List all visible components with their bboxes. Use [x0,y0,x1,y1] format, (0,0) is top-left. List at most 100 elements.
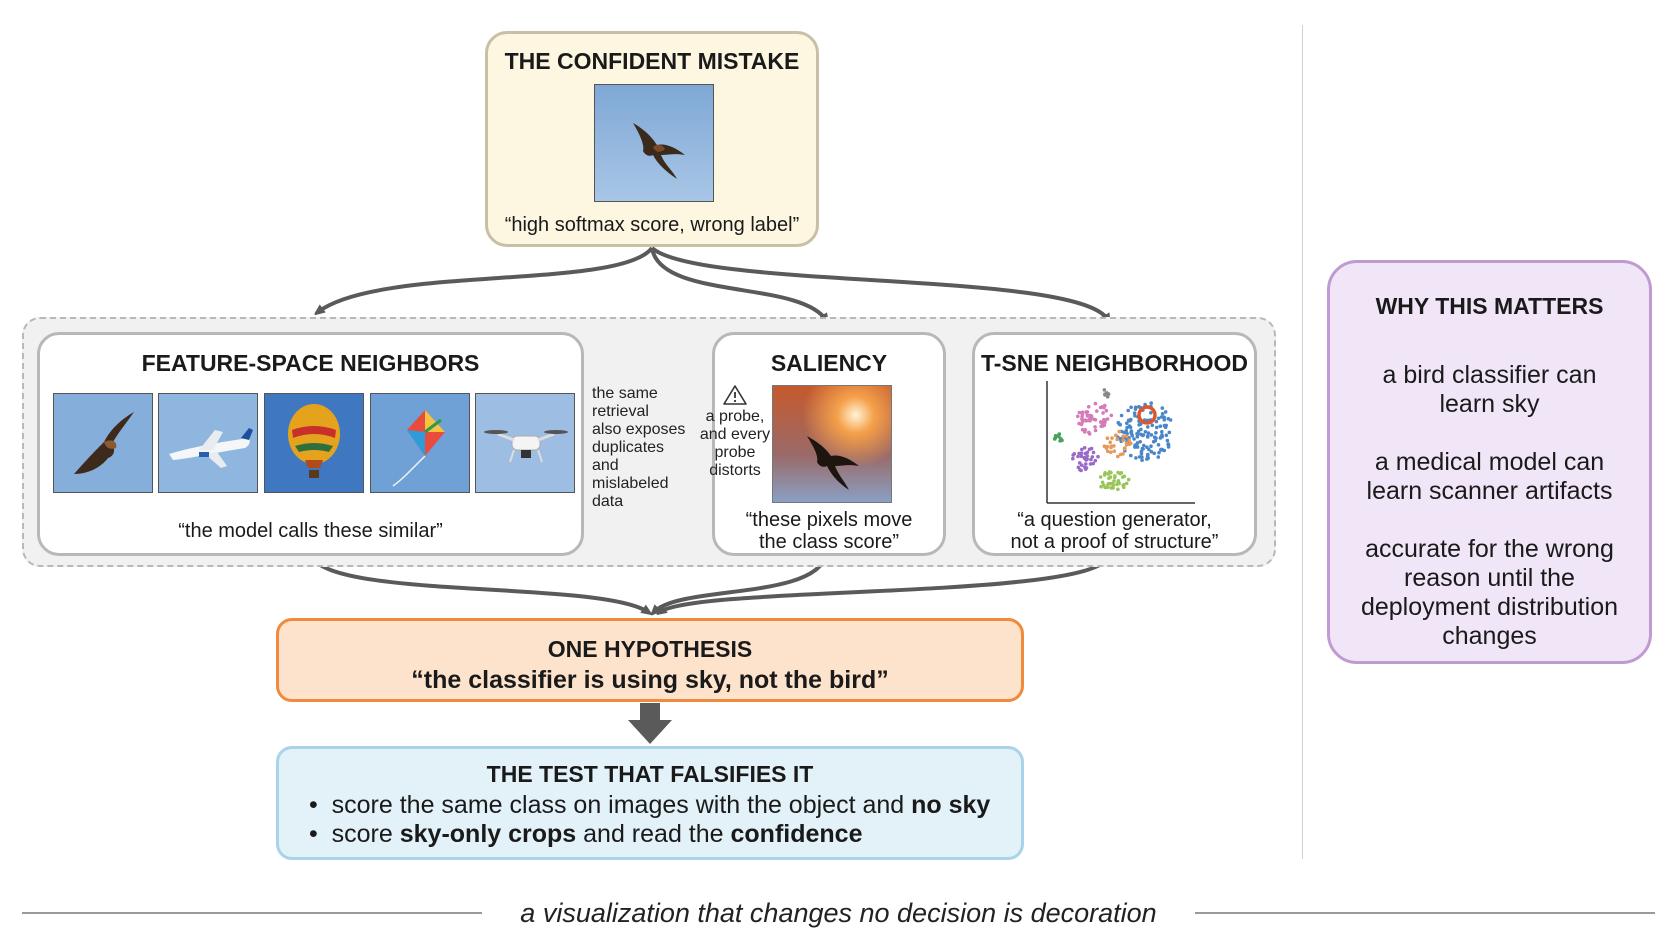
test-bullet-sky-only-crops: • score sky-only crops and read the conf… [309,820,863,848]
tsne-caption: “a question generator, not a proof of st… [1010,509,1219,553]
tsne-point [1160,406,1165,410]
arrow-mistake-to-neighbors [318,246,654,312]
tsne-neighborhood-title: T-SNE NEIGHBORHOOD [980,350,1249,376]
hypothesis-quote: “the classifier is using sky, not the bi… [411,666,889,694]
tsne-point [1105,392,1110,397]
tsne-point [1124,481,1129,486]
tsne-point [1127,438,1131,443]
tsne-point [1087,417,1092,422]
tsne-point [1135,434,1140,439]
tsne-point [1076,454,1080,459]
footer-rule-right [1195,912,1655,914]
tsne-point [1165,438,1170,443]
why-point-sky: a bird classifier can learn sky [1382,361,1597,418]
tsne-point [1140,446,1145,451]
tsne-point [1129,441,1133,446]
tsne-point [1098,405,1103,410]
tsne-point [1090,455,1095,459]
tsne-point [1149,449,1154,454]
tsne-point [1104,446,1109,450]
tsne-point [1098,475,1103,479]
tsne-point [1156,455,1161,459]
falsification-test-title: THE TEST THAT FALSIFIES IT [486,761,814,787]
tsne-point [1132,411,1137,415]
tsne-point [1143,430,1148,434]
tsne-point [1138,440,1142,444]
tsne-point [1088,462,1093,466]
tsne-point [1140,455,1144,459]
saliency-heatmap-image [772,385,892,503]
tsne-point [1134,456,1138,460]
tsne-point [1124,434,1129,439]
tsne-point [1112,449,1116,453]
tsne-point [1109,413,1114,418]
warning-icon [723,385,747,405]
tsne-point [1132,437,1136,441]
tsne-point [1136,429,1141,434]
tsne-point [1093,401,1098,406]
neighbor-airplane-image [158,393,258,493]
tsne-point [1093,418,1098,422]
tsne-point [1117,481,1121,486]
tsne-point [1136,432,1140,436]
tsne-point [1166,442,1171,446]
tsne-point [1084,462,1088,466]
tsne-point [1160,430,1164,434]
tsne-point [1087,430,1091,435]
tsne-point [1093,425,1097,429]
tsne-point [1156,443,1161,447]
tsne-point [1083,457,1088,461]
tsne-point [1110,436,1114,440]
confident-mistake-title: THE CONFIDENT MISTAKE [504,48,800,74]
tsne-point [1093,428,1098,433]
tsne-point [1162,417,1167,422]
tsne-point [1123,446,1127,450]
saliency-warning-note: a probe, and every probe distorts [699,408,771,479]
tsne-point [1133,405,1138,410]
tsne-point [1083,465,1087,470]
tsne-point [1124,428,1129,433]
hypothesis-box: ONE HYPOTHESIS “the classifier is using … [276,618,1024,702]
tsne-point [1105,449,1110,454]
tsne-point [1103,485,1107,490]
highlighted-cluster-marker [1137,405,1157,425]
tsne-point [1128,425,1133,430]
tsne-point [1145,445,1149,449]
confident-mistake-caption: “high softmax score, wrong label” [504,214,800,236]
tsne-point [1102,388,1107,392]
tsne-point [1086,405,1091,409]
tsne-point [1071,453,1075,457]
tsne-point [1102,423,1107,427]
tsne-point [1105,436,1110,440]
tsne-point [1121,452,1125,456]
tsne-point [1154,436,1158,440]
tsne-point [1140,458,1144,462]
tsne-point [1160,412,1165,416]
tsne-point [1164,433,1169,438]
retrieval-side-note: the same retrieval also exposes duplicat… [592,385,686,510]
tsne-point [1087,447,1092,452]
saliency-caption: “these pixels move the class score” [745,509,913,553]
tsne-point [1080,447,1084,452]
tsne-point [1125,431,1129,436]
arrow-mistake-to-saliency [650,247,826,320]
tsne-point [1160,433,1164,437]
tsne-point [1139,451,1144,456]
tsne-point [1159,415,1164,419]
tsne-point [1146,425,1150,429]
tsne-point [1133,413,1137,418]
tsne-point [1080,410,1085,415]
tsne-point [1150,423,1155,428]
bird-in-sky-image [594,84,714,202]
tsne-point [1126,408,1130,413]
tsne-point [1085,454,1090,458]
tsne-point [1071,456,1075,461]
tsne-point [1096,454,1100,459]
arrow-neighbors-to-hypothesis [308,553,648,612]
tsne-point [1109,445,1113,450]
tsne-point [1100,480,1105,485]
tsne-point [1135,444,1139,448]
tsne-point [1121,438,1125,442]
tsne-point [1101,411,1105,415]
tsne-point [1139,432,1143,437]
